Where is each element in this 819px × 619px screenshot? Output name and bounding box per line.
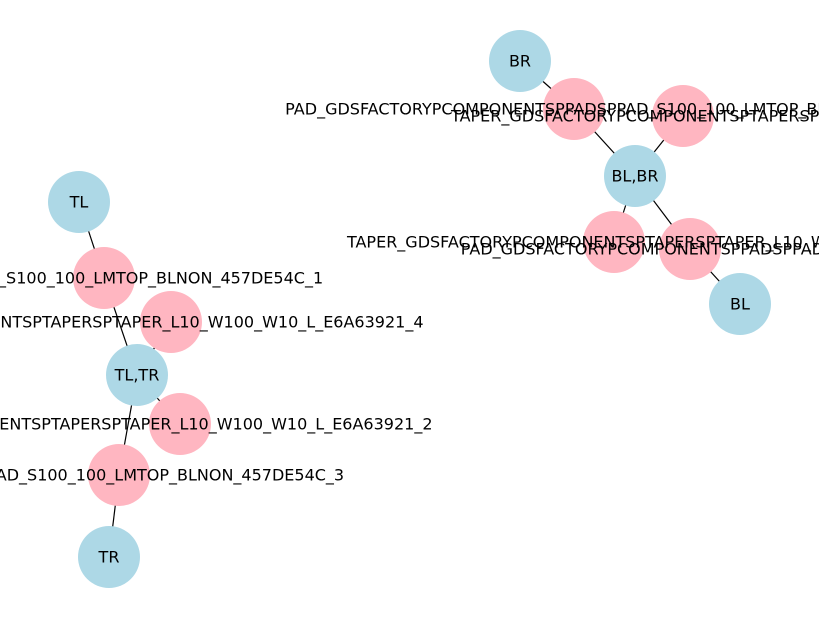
node-circle-n-pad3 xyxy=(88,444,150,506)
node-label-n-taper4: COMPONENTSPTAPERSPTAPER_L10_W100_W10_L_E… xyxy=(0,313,423,333)
node-label-n-taper2: COMPONENTSPTAPERSPTAPER_L10_W100_W10_L_E… xyxy=(0,415,432,435)
node-circle-n-tl xyxy=(48,171,110,233)
node-circle-n-taper-top xyxy=(652,85,714,147)
node-circle-n-bl xyxy=(709,273,771,335)
node-label-n-tl: TL xyxy=(69,193,89,212)
node-circle-n-pad-right xyxy=(659,218,721,280)
node-label-n-taper-right: TAPER_GDSFACTORYPCOMPONENTSPTAPERSPTAPER… xyxy=(346,233,819,253)
node-circle-n-tr xyxy=(78,526,140,588)
node-label-n-pad-right: PAD_GDSFACTORYPCOMPONENTSPPADSPPAD_S100_… xyxy=(461,240,819,260)
nodes-layer xyxy=(48,30,771,588)
node-circle-n-blbr xyxy=(604,145,666,207)
node-label-n-bl: BL xyxy=(730,295,750,314)
node-circle-n-br xyxy=(489,30,551,92)
node-circle-n-pad1 xyxy=(73,247,135,309)
node-label-n-tr: TR xyxy=(98,548,120,567)
node-circle-n-tltr xyxy=(106,344,168,406)
node-label-n-tltr: TL,TR xyxy=(114,366,160,385)
node-label-n-br: BR xyxy=(509,52,531,71)
node-circle-n-taper2 xyxy=(149,393,211,455)
node-label-n-blbr: BL,BR xyxy=(611,167,658,186)
labels-layer: BR PAD_GDSFACTORYPCOMPONENTSPPADSPPAD_S10… xyxy=(0,52,819,567)
node-circle-n-taper4 xyxy=(140,291,202,353)
node-circle-n-taper-right xyxy=(583,211,645,273)
node-label-n-pad-top: PAD_GDSFACTORYPCOMPONENTSPPADSPPAD_S100_… xyxy=(285,100,819,120)
node-label-n-pad3: NTSPPADSPPAD_S100_100_LMTOP_BLNON_457DE5… xyxy=(0,466,344,486)
node-label-n-taper-top: TAPER_GDSFACTORYPCOMPONENTSPTAPERSPTAPER… xyxy=(450,107,819,127)
node-label-n-pad1: TSPPADSPPAD_S100_100_LMTOP_BLNON_457DE54… xyxy=(0,269,323,289)
node-circle-n-pad-top xyxy=(543,78,605,140)
